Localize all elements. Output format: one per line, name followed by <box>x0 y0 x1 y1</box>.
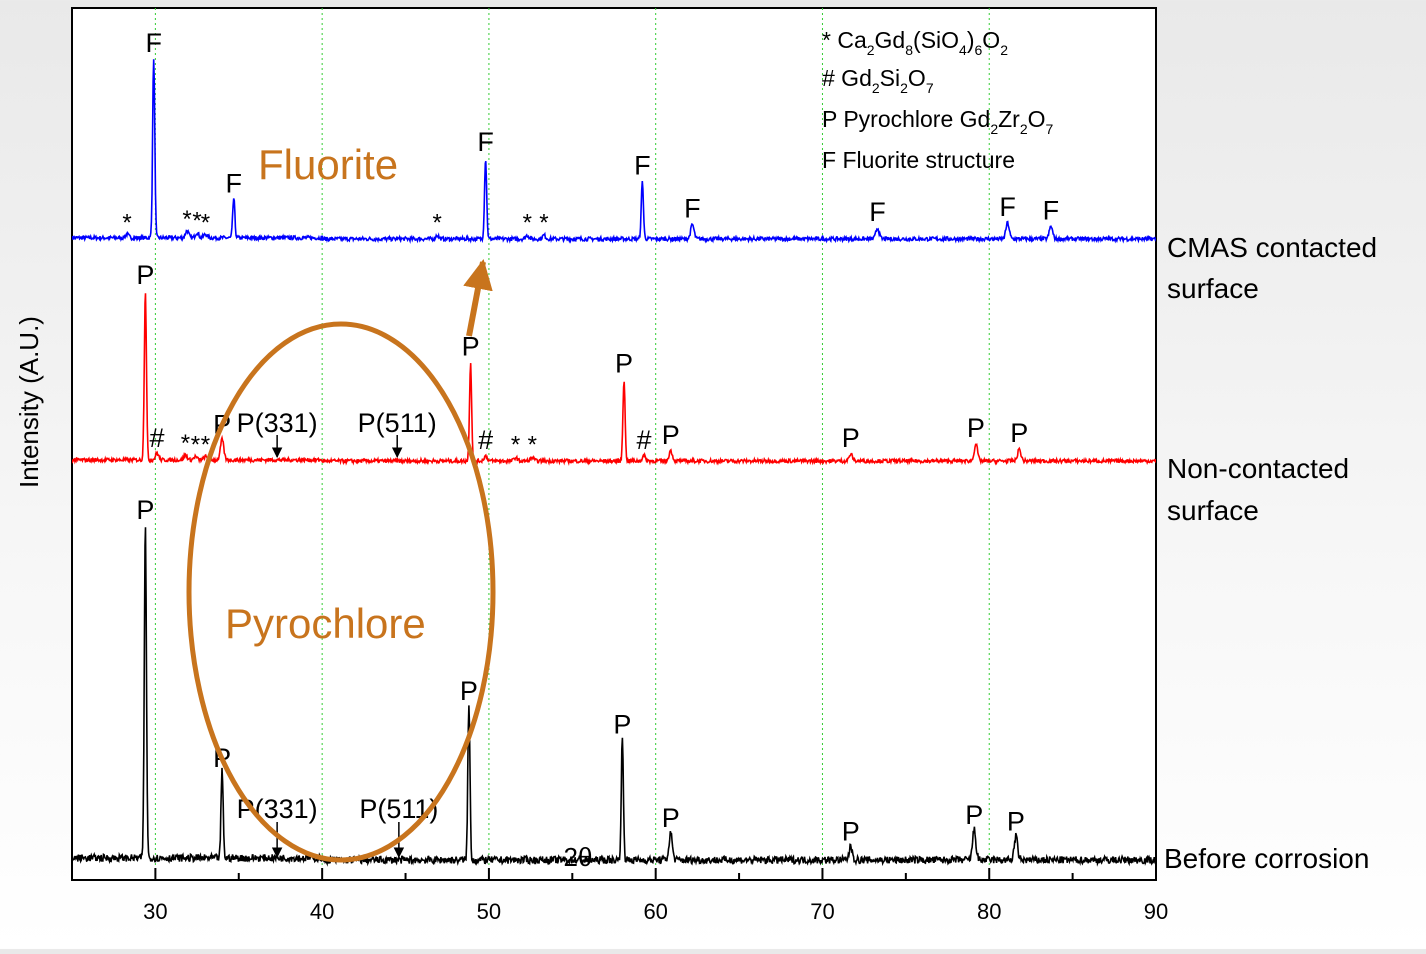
peak-label: P <box>842 817 860 847</box>
peak-label: P <box>662 803 680 833</box>
peak-label: P <box>613 709 631 739</box>
peak-label: P <box>1010 418 1028 448</box>
peak-label: P <box>662 420 680 450</box>
series-line <box>72 59 1156 244</box>
plot-area <box>71 7 1157 881</box>
peak-label: F <box>634 150 651 180</box>
series-label-noncontacted-line1: Non-contacted <box>1167 453 1349 484</box>
x-tick-label: 80 <box>977 899 1001 924</box>
series-label-before: Before corrosion <box>1164 843 1369 874</box>
peak-label: F <box>226 168 243 198</box>
peak-label: * <box>201 432 210 459</box>
peak-label: P <box>615 348 633 378</box>
peak-label: F <box>477 127 494 157</box>
series-curves <box>72 59 1156 867</box>
peak-label: F <box>999 192 1016 222</box>
annotation-pyrochlore: Pyrochlore <box>225 600 426 647</box>
x-tick-label: 50 <box>477 899 501 924</box>
series-label-cmas-line2: surface <box>1167 273 1259 304</box>
peak-label: * <box>122 209 131 236</box>
peak-label: P <box>136 260 154 290</box>
x-tick-label: 40 <box>310 899 334 924</box>
peak-label: P(331) <box>237 408 318 438</box>
peak-label: * <box>433 209 442 236</box>
peak-label: P <box>967 413 985 443</box>
peak-label: P(511) <box>358 408 437 438</box>
peak-label: F <box>1043 195 1060 225</box>
x-tick-label: 60 <box>643 899 667 924</box>
peak-label: # <box>478 425 493 455</box>
peak-label: F <box>145 28 162 58</box>
x-tick-label: 70 <box>810 899 834 924</box>
peak-label: * <box>539 209 548 236</box>
legend: * Ca2Gd8(SiO4)6O2 # Gd2Si2O7 P Pyrochlor… <box>822 27 1054 173</box>
peak-label: P <box>842 423 860 453</box>
x-tick-label: 90 <box>1144 899 1168 924</box>
x-axis-label: 2θ <box>564 842 593 872</box>
gridlines <box>154 8 990 880</box>
peak-label: * <box>192 208 201 235</box>
series-line <box>72 293 1156 466</box>
peak-label: # <box>637 425 652 455</box>
peak-label: P <box>462 331 480 361</box>
series-label-cmas-line1: CMAS contacted <box>1167 232 1377 263</box>
peak-label: # <box>150 423 165 453</box>
x-tick-label: 30 <box>143 899 167 924</box>
peak-label: * <box>523 209 532 236</box>
peak-label: * <box>181 430 190 457</box>
peak-label: P <box>1007 807 1025 837</box>
transition-arrow <box>463 259 493 337</box>
peak-label: * <box>182 206 191 233</box>
series-line <box>72 527 1156 867</box>
peak-label: F <box>684 194 701 224</box>
legend-item-ca: * Ca2Gd8(SiO4)6O2 <box>822 27 1008 58</box>
peak-label: * <box>511 432 520 459</box>
series-label-noncontacted-line2: surface <box>1167 495 1259 526</box>
peak-label: P <box>460 676 478 706</box>
peak-label: P <box>136 495 154 525</box>
peak-label: * <box>528 432 537 459</box>
peak-label: P <box>965 800 983 830</box>
peak-label: * <box>201 209 210 236</box>
peak-label: * <box>191 432 200 459</box>
y-axis-label: Intensity (A.U.) <box>14 316 44 488</box>
peak-label: P(511) <box>359 794 438 824</box>
x-axis-ticks: 30 40 50 60 70 80 90 <box>71 868 1168 924</box>
peak-label: F <box>869 197 886 227</box>
pyrochlore-ellipse <box>186 321 496 863</box>
legend-item-fluorite: F Fluorite structure <box>822 147 1015 173</box>
legend-item-pyrochlore: P Pyrochlore Gd2Zr2O7 <box>822 106 1054 137</box>
annotation-fluorite: Fluorite <box>258 141 398 188</box>
